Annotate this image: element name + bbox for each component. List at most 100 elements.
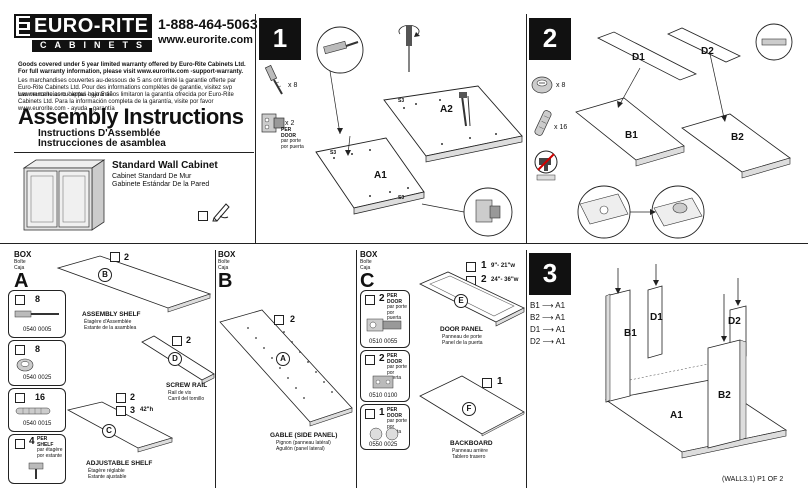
- step1-panel-a1-label: A1: [374, 170, 387, 181]
- mapping-row-3: D1 ⟶ A1: [530, 324, 566, 336]
- hw-a1-checkbox[interactable]: [15, 295, 25, 305]
- hardware-cell-bumper: 1 PER DOOR par porte por puerta 0550 002…: [360, 404, 410, 450]
- step3-panel-d1-label: D1: [650, 312, 663, 323]
- box-b-es: Caja: [218, 265, 229, 271]
- adjustable-shelf-qty-2: 3: [130, 405, 136, 415]
- backboard-fr: Panneau arrière: [452, 448, 488, 454]
- hardware-cell-cam-lock: 8 0540 0025: [8, 340, 66, 386]
- cam-lock-hw-icon: [16, 358, 34, 372]
- divider-step2-left: [526, 14, 527, 243]
- step-3-badge: 3: [529, 253, 571, 295]
- hw-c2-qty: 2: [379, 353, 385, 364]
- adjustable-shelf-checkbox-2[interactable]: [116, 406, 126, 416]
- step-1-badge: 1: [259, 18, 301, 60]
- warranty-fr: Les marchandises couvertes au-dessous de…: [18, 78, 237, 98]
- adjustable-shelf-qty-1: 2: [130, 392, 136, 402]
- hw-c2-note: PER DOOR par porte por puerta: [387, 353, 409, 382]
- hw-c1-note-door: DOOR: [387, 298, 402, 305]
- screw-rail-checkbox[interactable]: [172, 336, 182, 346]
- hw-c1-note: PER DOOR par porte por puerta: [387, 293, 409, 322]
- hinge-note-es: por puerta: [281, 143, 304, 150]
- adjustable-shelf-fr: Étagère réglable: [88, 468, 125, 474]
- step1-hinge-qty: x 2: [285, 120, 295, 127]
- hw-c3-note-per: PER: [387, 407, 398, 413]
- step-2-badge: 2: [529, 18, 571, 60]
- hardware-cell-dowel: 16 0540 0015: [8, 388, 66, 432]
- mapping-to-4: A1: [555, 337, 566, 346]
- hw-a3-checkbox[interactable]: [15, 393, 25, 403]
- hinge-note-fr: par porte: [281, 138, 302, 144]
- shelf-pin-hw-icon: [28, 462, 44, 479]
- hw-c2-code: 0510 0100: [369, 393, 398, 399]
- adjustable-shelf-es: Estante ajustable: [88, 474, 127, 480]
- hw-a1-qty: 8: [35, 294, 41, 304]
- brand-name-top: EURO-RITE: [34, 15, 149, 37]
- shelf-note-fr: par étagère: [37, 447, 63, 453]
- door-size-1-checkbox[interactable]: [466, 262, 476, 272]
- step1-marker-2: S3: [330, 150, 337, 156]
- hw-c1-code: 0510 0055: [369, 339, 398, 345]
- hw-a2-checkbox[interactable]: [15, 345, 25, 355]
- door-size-1-qty: 1: [481, 260, 487, 271]
- hinge-icon: [261, 113, 285, 133]
- hw-c3-note-door: DOOR: [387, 412, 402, 419]
- phone-number: 1-888-464-5063: [158, 16, 258, 32]
- step3-mapping-list: B1 ⟶ A1 B2 ⟶ A1 D1 ⟶ A1 D2 ⟶ A1: [530, 300, 566, 348]
- step1-hinge-note: PER DOOR par porte por puerta: [281, 127, 304, 150]
- step3-panel-b2-label: B2: [718, 390, 731, 401]
- assembly-shelf-drawing: [56, 255, 212, 313]
- logo-mark: [14, 14, 152, 52]
- title-es: Instrucciones de asamblea: [38, 138, 166, 149]
- pencil-hand-icon: [212, 203, 230, 222]
- wood-dowel-icon: [534, 110, 552, 136]
- screw-rail-name: SCREW RAIL: [166, 382, 208, 389]
- warranty-es: Las mercancías cubiertas bajo 5 años lim…: [18, 92, 234, 112]
- hw-c1-note-per: PER: [387, 293, 398, 299]
- assembly-shelf-qty: 2: [124, 252, 130, 262]
- mapping-from-3: D1: [530, 325, 541, 334]
- hw-c2-note-fr: par porte: [387, 364, 408, 370]
- door-panel-fr: Panneau de porte: [442, 334, 482, 340]
- shelf-note-shelf: SHELF: [37, 441, 54, 448]
- backboard-checkbox[interactable]: [482, 378, 492, 388]
- gable-fr: Pignon (panneau latéral): [276, 440, 331, 446]
- hinge-hw-icon: [366, 318, 402, 332]
- adjustable-shelf-size-2: 42"h: [140, 407, 154, 413]
- door-size-2-qty: 2: [481, 274, 487, 285]
- hw-a4-qty: 4: [29, 436, 35, 447]
- screw-rail-es: Carril del tornillo: [168, 396, 205, 402]
- cam-bolt-icon: [264, 64, 283, 95]
- step3-diagram: [604, 264, 788, 459]
- website-link[interactable]: www.eurorite.com: [158, 34, 253, 46]
- cam-lock-icon: [531, 76, 553, 94]
- product-name: Standard Wall Cabinet: [112, 160, 218, 171]
- hw-c1-checkbox[interactable]: [365, 295, 375, 305]
- box-c-es: Caja: [360, 265, 371, 271]
- page-title: Assembly Instructions: [18, 104, 244, 129]
- hw-c3-note-fr: par porte: [387, 418, 408, 424]
- step1-marker-3: S3: [398, 195, 405, 201]
- gable-checkbox[interactable]: [274, 315, 284, 325]
- brand-name-bottom: CABINETS: [40, 40, 151, 50]
- step1-cam-qty: x 8: [288, 82, 298, 89]
- assembly-shelf-name: ASSEMBLY SHELF: [82, 311, 141, 318]
- hw-a2-code: 0540 0025: [23, 375, 52, 381]
- product-name-es: Gabinete Estándar De la Pared: [112, 181, 210, 188]
- euro-rite-logo: EURO-RITE CABINETS: [14, 14, 152, 54]
- divider-box-b-left: [215, 250, 216, 488]
- hw-c1-note-fr: par porte: [387, 304, 408, 310]
- bumper-pad-hw-icon: [369, 427, 399, 441]
- hw-c2-checkbox[interactable]: [365, 355, 375, 365]
- adjustable-shelf-checkbox-1[interactable]: [116, 393, 126, 403]
- step1-marker-1: S3: [398, 98, 405, 104]
- warranty-en: Goods covered under 5 year limited warra…: [18, 62, 246, 75]
- assembly-shelf-checkbox[interactable]: [110, 252, 120, 262]
- hw-a2-qty: 8: [35, 344, 41, 354]
- hw-a4-checkbox[interactable]: [15, 439, 25, 449]
- hw-c2-note-es: por puerta: [387, 369, 402, 381]
- hinge-note-per: PER: [281, 127, 292, 133]
- hw-c3-checkbox[interactable]: [365, 409, 375, 419]
- box-b-tag: BOX Boîte Caja B: [218, 250, 235, 291]
- product-checkbox[interactable]: [198, 211, 208, 221]
- backboard-es: Tablero trasero: [452, 454, 486, 460]
